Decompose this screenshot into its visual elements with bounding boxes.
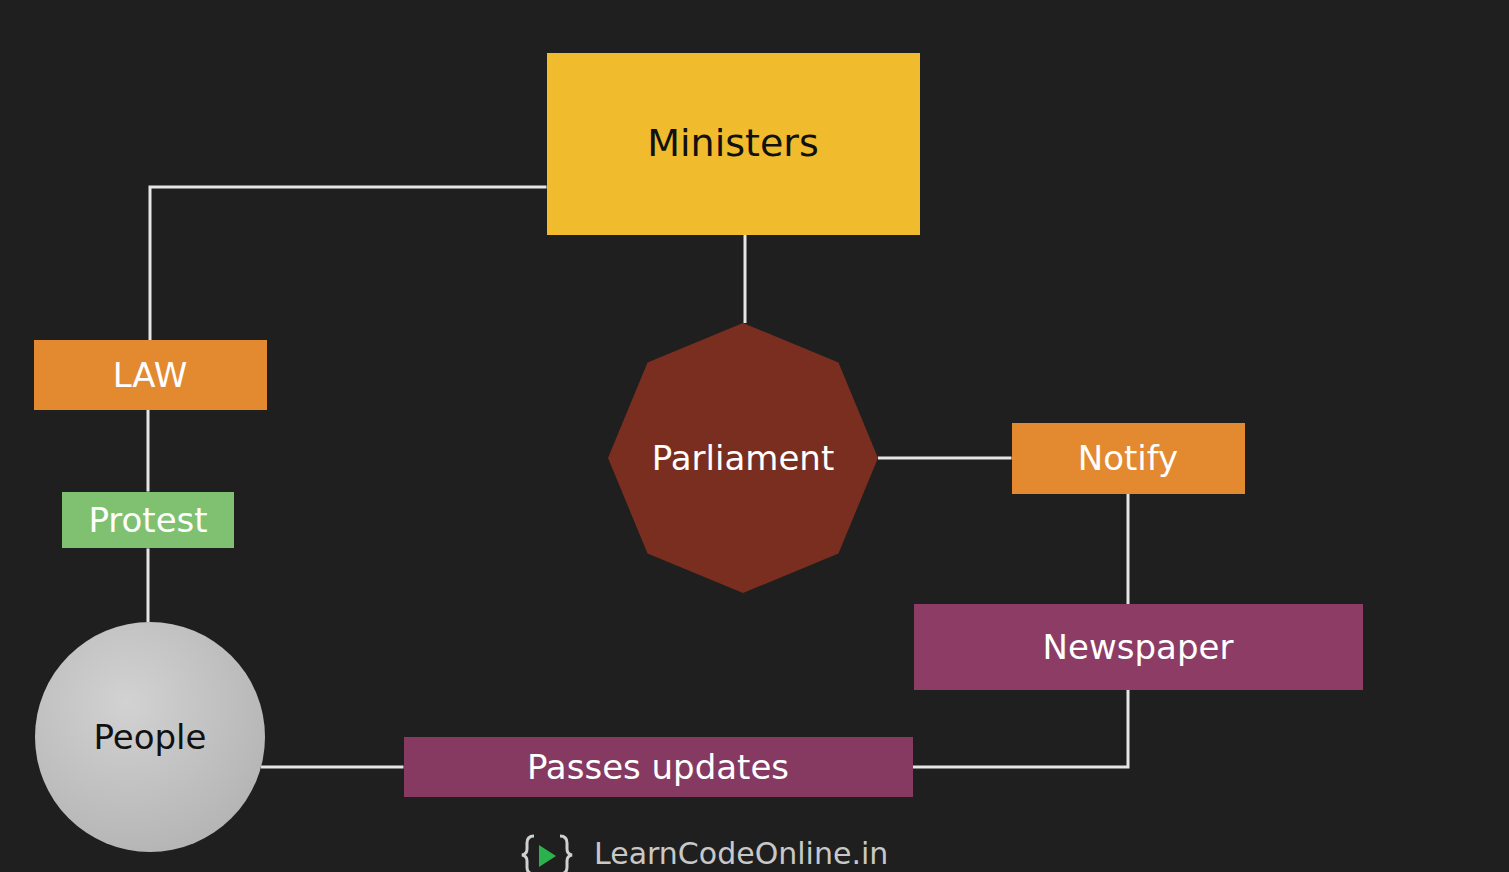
connector [878,457,1012,460]
octagon-shape [608,323,878,593]
node-label: Parliament [652,438,834,479]
connector [150,187,547,340]
logo-brace [560,836,572,872]
connector [913,690,1129,767]
logo-play [539,845,556,867]
node-label: People [94,717,207,758]
node-label: LAW [113,355,188,396]
circle-shape [35,622,265,852]
role-box: Ministers [547,53,920,235]
node-label: Newspaper [1043,627,1234,668]
node-label: Protest [88,500,207,541]
connector [147,548,150,622]
action-box: Protest [62,492,234,549]
connector [744,235,747,323]
logo-brace [522,836,534,872]
node-label: Notify [1078,438,1179,479]
connector [1127,494,1130,605]
institution-octagon: Parliament [608,323,878,593]
media-box: Newspaper [914,604,1363,690]
connector [147,410,150,492]
people-circle: People [35,622,265,852]
node-label: Ministers [647,121,818,167]
logo-symbol [522,836,572,872]
step-box: Notify [1012,423,1245,494]
watermark: LearnCodeOnline.in [594,836,888,871]
node-label: Passes updates [527,747,789,788]
step-box: Passes updates [404,737,913,797]
step-box: LAW [34,340,267,410]
connector [261,766,403,769]
